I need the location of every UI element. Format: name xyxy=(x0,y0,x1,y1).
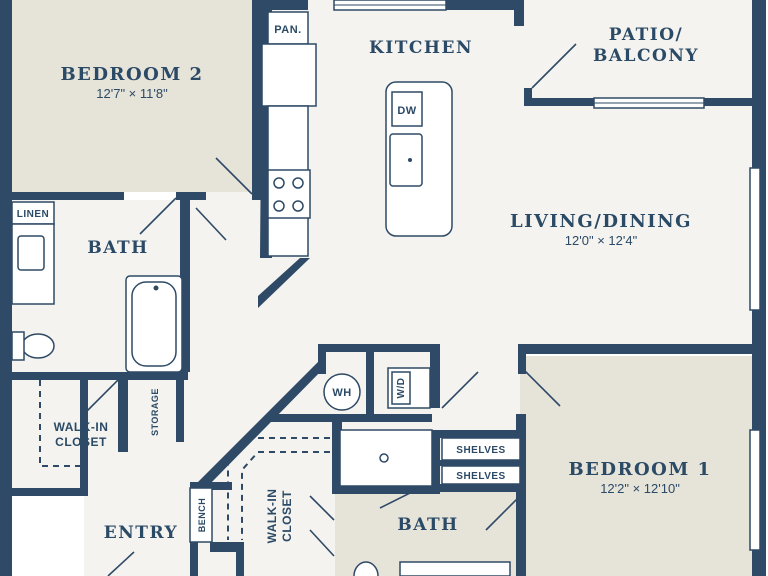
burner-icon xyxy=(292,200,304,212)
kitchen-sink xyxy=(389,133,423,187)
living-dims: 12'0" × 12'4" xyxy=(565,233,638,248)
shower-drain-icon xyxy=(379,453,389,463)
bedroom-1-dims: 12'2" × 12'10" xyxy=(600,481,680,496)
pantry-box xyxy=(267,11,309,45)
walkin-center-line1: WALK-IN xyxy=(265,489,279,544)
floor-bedroom-1 xyxy=(520,356,752,576)
drain-icon xyxy=(153,285,159,291)
door-swings xyxy=(81,43,577,576)
floor-walkin-left xyxy=(12,380,84,490)
bath-upper-title: BATH xyxy=(87,238,148,258)
bench-label: BENCH xyxy=(197,498,207,533)
burner-icon xyxy=(273,177,285,189)
burner-icon xyxy=(292,177,304,189)
living-title: LIVING/DINING xyxy=(510,211,692,232)
floor-entry xyxy=(84,370,194,576)
tub-inner xyxy=(131,281,177,367)
bedroom-1-title: BEDROOM 1 xyxy=(568,459,711,480)
linen-label: LINEN xyxy=(17,209,50,220)
vanity-lower xyxy=(399,561,511,576)
walkin-left-line2: CLOSET xyxy=(55,435,107,449)
bench-box xyxy=(189,487,213,543)
toilet-tank xyxy=(11,331,25,361)
floor-bedroom-2 xyxy=(12,0,252,192)
bedroom-2-title: BEDROOM 2 xyxy=(60,64,203,85)
shelves-top-label: SHELVES xyxy=(456,445,505,456)
burner-icon xyxy=(273,200,285,212)
counter-upper xyxy=(261,43,317,107)
windows xyxy=(333,0,761,551)
bath-upper-fixtures xyxy=(11,201,183,373)
shelves-upper-box xyxy=(441,437,521,461)
pantry-label: PAN. xyxy=(274,24,301,36)
shelves-bottom-label: SHELVES xyxy=(456,471,505,482)
laundry-fixtures xyxy=(323,367,431,411)
storage-label: STORAGE xyxy=(150,388,160,436)
floor-hall xyxy=(190,192,520,352)
kitchen-fixtures xyxy=(261,11,453,257)
vanity-sink xyxy=(17,235,45,271)
closet-rails xyxy=(39,380,330,540)
floor-patio xyxy=(540,0,752,100)
shelves-lower-box xyxy=(441,465,521,485)
range xyxy=(267,169,311,219)
kitchen-title: KITCHEN xyxy=(369,38,473,58)
patio-title-line2: BALCONY xyxy=(593,46,699,66)
walkin-center-line2: CLOSET xyxy=(280,490,294,542)
walkin-left-line1: WALK-IN xyxy=(54,420,109,434)
entry-title: ENTRY xyxy=(104,523,178,543)
faucet-icon xyxy=(408,158,412,162)
patio-title-line1: PATIO/ xyxy=(609,25,683,45)
water-heater-label: WH xyxy=(332,387,351,399)
dishwasher-label: DW xyxy=(397,105,416,117)
dishwasher-box xyxy=(391,91,423,127)
bath-lower-title: BATH xyxy=(397,515,458,535)
bath-lower-fixtures xyxy=(189,429,521,576)
bedroom-2-dims: 12'7" × 11'8" xyxy=(96,86,168,101)
toilet-icon xyxy=(21,333,55,359)
toilet-icon xyxy=(353,561,379,576)
washer-dryer-label: W/D xyxy=(396,378,407,399)
water-heater-icon xyxy=(323,373,361,411)
